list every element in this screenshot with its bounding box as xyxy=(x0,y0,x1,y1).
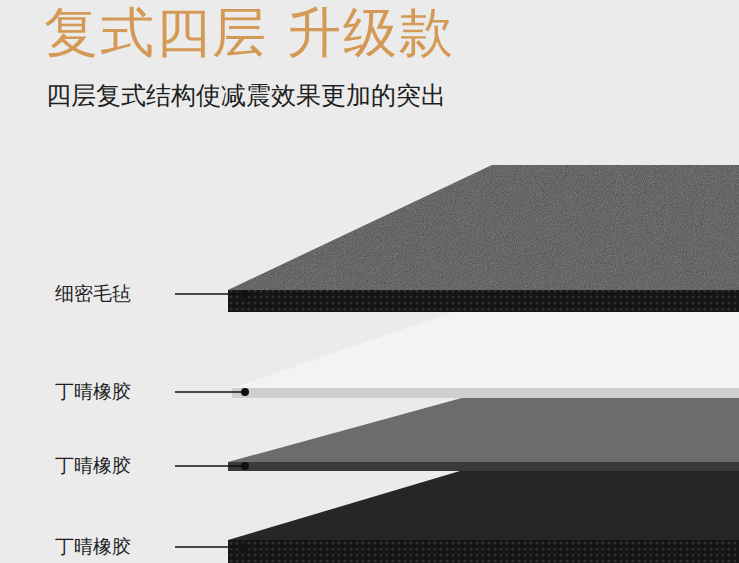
subtitle: 四层复式结构使减震效果更加的突出 xyxy=(46,82,446,111)
leader-dots xyxy=(241,290,249,551)
leader-line xyxy=(175,293,245,294)
leader-dot xyxy=(241,290,249,298)
layer-label: 丁晴橡胶 xyxy=(55,381,131,403)
leader-line xyxy=(175,546,245,547)
page-title: 复式四层 升级款 xyxy=(44,2,455,64)
leader-line xyxy=(175,391,245,392)
rubber-layer-edge xyxy=(232,388,739,398)
rubber-layer-top xyxy=(228,393,739,462)
rubber-layer-edge xyxy=(228,462,739,471)
felt-layer-edge xyxy=(228,290,739,312)
felt-layer-top xyxy=(228,165,739,290)
layer-label: 丁晴橡胶 xyxy=(55,455,131,477)
rubber-layer-top xyxy=(228,468,739,540)
layer-label: 细密毛毡 xyxy=(55,283,131,305)
leader-line xyxy=(175,465,245,466)
rubber-layer-edge xyxy=(228,540,739,563)
leader-lines xyxy=(175,294,245,547)
layer-label: 丁晴橡胶 xyxy=(55,536,131,558)
leader-dot xyxy=(241,462,249,470)
leader-dot xyxy=(241,388,249,396)
leader-dot xyxy=(241,543,249,551)
